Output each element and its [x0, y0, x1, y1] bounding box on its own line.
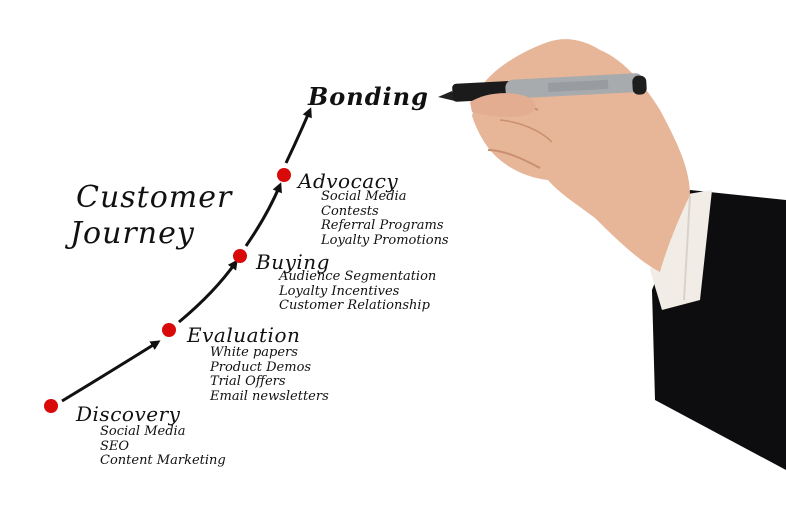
- hand: [472, 39, 690, 272]
- list-item: Loyalty Incentives: [279, 283, 400, 299]
- stage-discovery-label: Discovery: [76, 402, 181, 426]
- buying-dot: [233, 249, 247, 263]
- stage-buying-label: Buying: [256, 250, 330, 274]
- thumb: [470, 93, 536, 117]
- arrow-discovery-to-evaluation: [61, 340, 161, 403]
- buying-items: Audience Segmentation Loyalty Incentives…: [279, 269, 437, 314]
- evaluation-dot: [162, 323, 176, 337]
- list-item: Audience Segmentation: [279, 269, 437, 284]
- arrow-buying-to-advocacy: [244, 182, 282, 247]
- shirt-cuff: [650, 190, 712, 310]
- list-item: SEO: [100, 438, 130, 454]
- list-item: White papers: [210, 345, 298, 360]
- list-item: Email newsletters: [210, 388, 329, 404]
- title-customer: Customer: [76, 180, 233, 215]
- discovery-items: Social Media SEO Content Marketing: [100, 424, 226, 469]
- stage-bonding-label: Bonding: [308, 82, 429, 111]
- advocacy-dot: [277, 168, 291, 182]
- list-item: Social Media: [100, 424, 186, 439]
- list-item: Customer Relationship: [279, 298, 430, 313]
- list-item: Product Demos: [210, 359, 312, 375]
- list-item: Content Marketing: [100, 453, 226, 468]
- list-item: Social Media: [321, 189, 407, 204]
- list-item: Contests: [321, 203, 379, 219]
- title-journey: Journey: [70, 216, 195, 251]
- advocacy-items: Social Media Contests Referral Programs …: [321, 189, 449, 248]
- arrow-advocacy-to-bonding: [284, 107, 312, 164]
- list-item: Referral Programs: [321, 218, 444, 233]
- list-item: Trial Offers: [210, 374, 286, 389]
- evaluation-items: White papers Product Demos Trial Offers …: [210, 345, 329, 404]
- stage-advocacy-label: Advocacy: [298, 169, 399, 193]
- arrow-evaluation-to-buying: [178, 259, 238, 324]
- discovery-dot: [44, 399, 58, 413]
- stage-evaluation-label: Evaluation: [187, 323, 301, 347]
- list-item: Loyalty Promotions: [321, 232, 449, 248]
